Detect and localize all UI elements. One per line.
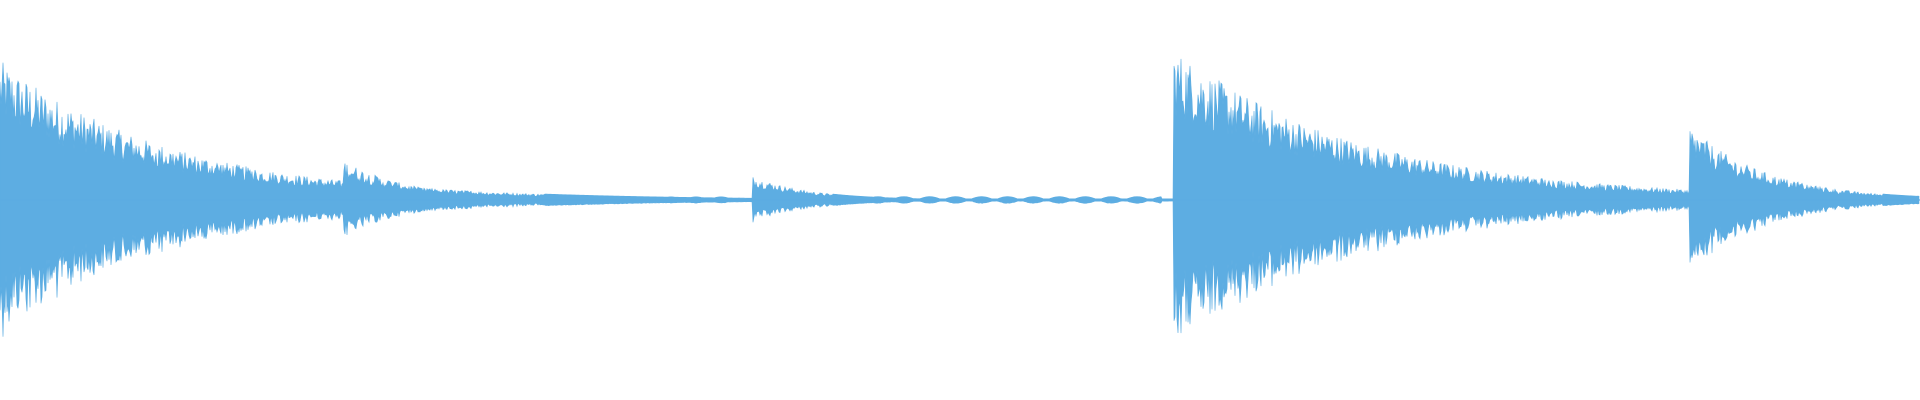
waveform-envelope <box>0 58 1920 337</box>
